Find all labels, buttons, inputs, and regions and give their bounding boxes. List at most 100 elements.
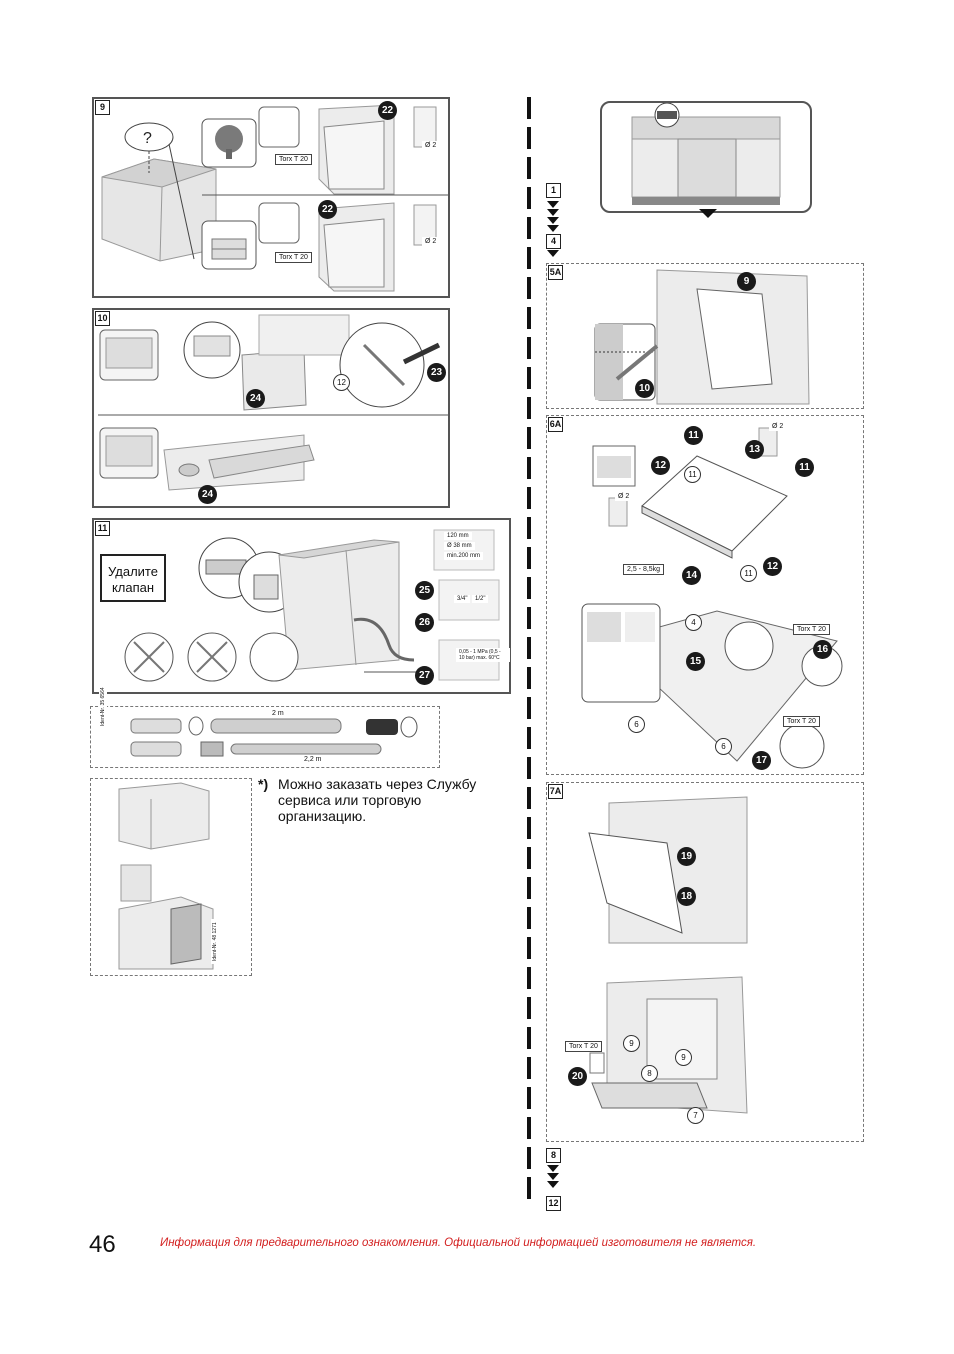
column-divider-25 (527, 817, 531, 839)
step-arrow-7 (547, 1173, 559, 1180)
column-divider-24 (527, 787, 531, 809)
callout-12-right: 12 (763, 557, 782, 576)
column-divider-32 (527, 1027, 531, 1049)
callout-11-right: 11 (795, 458, 814, 477)
ring-7: 7 (687, 1107, 704, 1124)
remove-valve-label: Удалите клапан (100, 554, 166, 602)
ring-11-a: 11 (684, 466, 701, 483)
torx-tag-2: Torx T 20 (275, 252, 312, 263)
tag-thread-34: 3/4" (454, 595, 471, 603)
tag-pressure: 0,05 - 1 MPa (0,5 - 10 bar) max. 60°C (456, 648, 510, 662)
tag-thread-12: 1/2" (472, 595, 489, 603)
step-arrow-5 (547, 250, 559, 257)
column-divider-12 (527, 427, 531, 449)
callout-22-bottom: 22 (318, 200, 337, 219)
note-text: Можно заказать через Службу сервиса или … (278, 776, 477, 824)
column-divider-17 (527, 577, 531, 599)
callout-20: 20 (568, 1067, 587, 1086)
column-divider-35 (527, 1117, 531, 1139)
callout-16: 16 (813, 640, 832, 659)
step-label-9: 9 (95, 100, 110, 115)
step-label-10: 10 (95, 311, 110, 326)
step-label-5a: 5A (548, 265, 563, 280)
column-divider-36 (527, 1147, 531, 1169)
callout-12-left: 12 (651, 456, 670, 475)
callout-15: 15 (686, 652, 705, 671)
illustration-hoses (130, 716, 418, 757)
tag-hose-length-2: 2,2 m (301, 755, 325, 764)
column-divider-4 (527, 187, 531, 209)
callout-11-left: 11 (684, 426, 703, 445)
side-panel-box: Ident-Nr. 48 1271 (90, 778, 252, 976)
callout-14: 14 (682, 566, 701, 585)
column-divider-21 (527, 697, 531, 719)
svg-text:?: ? (143, 130, 152, 147)
callout-24-top: 24 (246, 389, 265, 408)
step-label-7a: 7A (548, 784, 563, 799)
column-divider-13 (527, 457, 531, 479)
column-divider-10 (527, 367, 531, 389)
panel-step-5a: 5A 9 10 (546, 263, 864, 409)
diameter-tag-1: Ø 2 (422, 141, 440, 150)
column-divider-3 (527, 157, 531, 179)
column-divider-7 (527, 277, 531, 299)
column-divider-2 (527, 127, 531, 149)
step-arrow-2 (547, 209, 559, 216)
callout-17: 17 (752, 751, 771, 770)
torx-tag-5: Torx T 20 (565, 1041, 602, 1052)
illustration-kitchen-overview (631, 103, 781, 205)
step-label-11: 11 (95, 521, 110, 536)
step-arrow-4 (547, 225, 559, 232)
panel-step-10: 10 23 24 24 12 (92, 308, 450, 508)
overview-arrow (699, 209, 717, 218)
step-label-1: 1 (546, 183, 561, 198)
tag-weight: 2,5 - 8,5kg (623, 564, 665, 575)
column-divider-15 (527, 517, 531, 539)
illustration-water-connection (124, 529, 500, 682)
hose-accessories-box: 2 m 2,2 m Ident-Nr. 35 6564 (90, 684, 440, 768)
column-divider-5 (527, 217, 531, 239)
column-divider-30 (527, 967, 531, 989)
callout-13: 13 (745, 440, 764, 459)
footer-disclaimer: Информация для предварительного ознакомл… (160, 1237, 757, 1249)
column-divider-23 (527, 757, 531, 779)
callout-9: 9 (737, 272, 756, 291)
overview-panel (600, 101, 812, 213)
column-divider-8 (527, 307, 531, 329)
ring-6-right: 6 (715, 738, 732, 755)
column-divider-31 (527, 997, 531, 1019)
callout-19: 19 (677, 847, 696, 866)
step-arrow-6 (547, 1165, 559, 1172)
column-divider-20 (527, 667, 531, 689)
torx-tag-4: Torx T 20 (783, 716, 820, 727)
callout-24-bottom: 24 (198, 485, 217, 504)
illustration-plinth (98, 314, 448, 491)
step-label-12: 12 (546, 1196, 561, 1211)
tag-ident-number-2: Ident-Nr. 48 1271 (211, 919, 219, 964)
illustration-side-panel (118, 782, 214, 970)
tag-hose-length: 2 m (269, 709, 287, 718)
column-divider-33 (527, 1057, 531, 1079)
ring-4: 4 (685, 614, 702, 631)
tag-200mm: min.200 mm (444, 552, 484, 560)
diameter-tag-3: Ø 2 (769, 422, 787, 431)
ring-11-b: 11 (740, 565, 757, 582)
diameter-tag-2: Ø 2 (422, 237, 440, 246)
column-divider-14 (527, 487, 531, 509)
ring-12: 12 (333, 374, 350, 391)
panel-step-11: 11 25 26 27 120 mm Ø 38 mm min.200 mm 3/… (92, 518, 511, 694)
order-note: *) Можно заказать через Службу сервиса и… (258, 776, 488, 824)
column-divider-28 (527, 907, 531, 929)
tag-38mm: Ø 38 mm (444, 542, 475, 550)
step-label-4: 4 (546, 234, 561, 249)
column-divider-29 (527, 937, 531, 959)
callout-18: 18 (677, 887, 696, 906)
column-divider-18 (527, 607, 531, 629)
ring-6-left: 6 (628, 716, 645, 733)
column-divider-22 (527, 727, 531, 749)
illustration-cabinet-support: ? (101, 104, 448, 292)
column-divider-27 (527, 877, 531, 899)
column-divider-19 (527, 637, 531, 659)
diameter-tag-4: Ø 2 (615, 492, 633, 501)
callout-10: 10 (635, 379, 654, 398)
